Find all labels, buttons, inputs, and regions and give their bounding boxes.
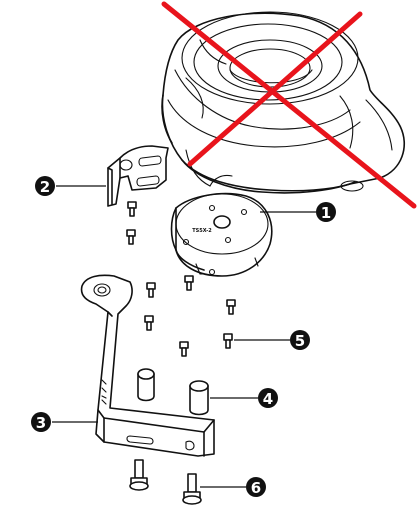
spacer xyxy=(137,368,155,402)
part-4-spacers xyxy=(137,368,209,416)
screw xyxy=(179,341,189,357)
part-6-bolts xyxy=(129,459,202,505)
screw xyxy=(126,229,136,245)
red-cross-mark xyxy=(161,1,417,209)
callout-badge-4: 4 xyxy=(258,388,278,408)
callout-label-1: 1 xyxy=(321,204,331,222)
part-1-round-plate: TS5X-2 xyxy=(170,192,273,277)
bolt xyxy=(182,473,202,505)
callout-badge-1: 1 xyxy=(316,202,336,222)
part-3-large-bracket xyxy=(80,274,215,457)
plate-part-text: TS5X-2 xyxy=(192,228,212,234)
screw xyxy=(223,333,233,349)
callout-badge-6: 6 xyxy=(246,477,266,497)
callout-label-5: 5 xyxy=(295,332,305,350)
screw xyxy=(127,201,137,217)
callout-badge-5: 5 xyxy=(290,330,310,350)
callout-label-3: 3 xyxy=(36,414,46,432)
part-2-small-bracket xyxy=(107,145,169,207)
screw xyxy=(146,282,156,298)
callout-label-4: 4 xyxy=(263,390,273,408)
callout-badge-2: 2 xyxy=(35,176,55,196)
bolt xyxy=(129,459,149,491)
spacer xyxy=(189,380,209,416)
screw xyxy=(226,299,236,315)
callout-leaders xyxy=(52,185,316,488)
callout-label-6: 6 xyxy=(251,479,261,497)
part-5-screws xyxy=(126,201,236,357)
callout-badge-3: 3 xyxy=(31,412,51,432)
screw xyxy=(144,315,154,331)
callout-label-2: 2 xyxy=(40,178,50,196)
screw xyxy=(184,275,194,291)
